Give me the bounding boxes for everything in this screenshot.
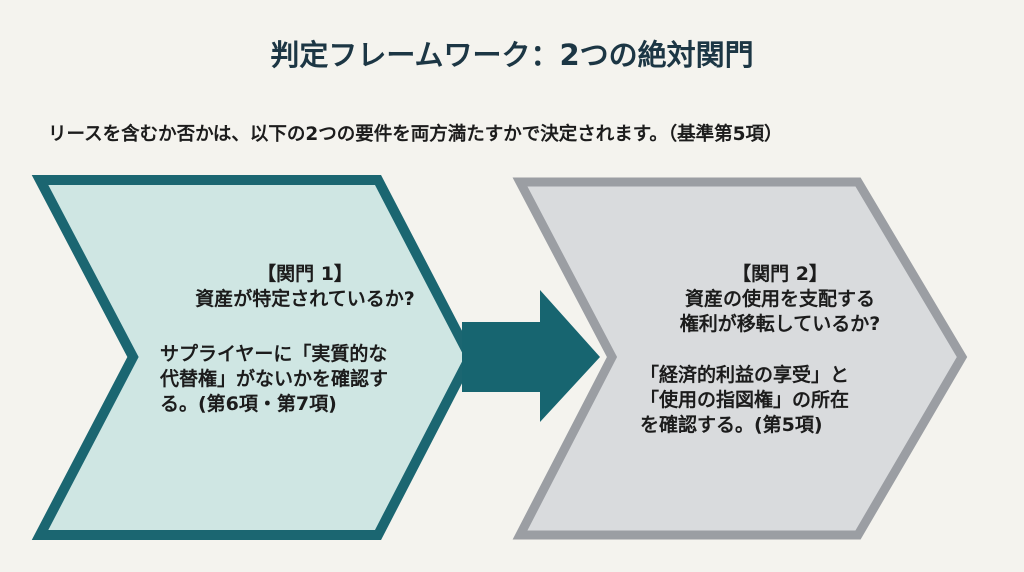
gate-1-detail-line: る。(第6項・第7項) — [160, 393, 337, 415]
slide-subtitle: リースを含むか否かは、以下の2つの要件を両方満たすかで決定されます。（基準第5項… — [48, 124, 783, 145]
gate-1-detail-line: 代替権」がないかを確認す — [160, 368, 389, 390]
gate-1-detail-line: サプライヤーに「実質的な — [160, 343, 388, 365]
gate-1-question: 資産が特定されているか? — [195, 288, 415, 310]
gate-2-chevron — [512, 177, 968, 540]
gate-1-text: 【関門 1】 資産が特定されているか? サプライヤーに「実質的な 代替権」がない… — [160, 262, 450, 417]
flow-arrow — [462, 290, 600, 422]
gate-2-label: 【関門 2】 — [732, 263, 828, 285]
gate-2-detail-line: 「経済的利益の享受」と — [640, 364, 850, 386]
slide-title: 判定フレームワーク：2つの絶対関門 — [270, 38, 754, 72]
gate-2-detail: 「経済的利益の享受」と 「使用の指図権」の所在 を確認する。(第5項) — [640, 363, 920, 438]
gate-2-text: 【関門 2】 資産の使用を支配する 権利が移転しているか? 「経済的利益の享受」… — [640, 262, 920, 438]
gate-2-question-line: 資産の使用を支配する — [684, 288, 875, 310]
gate-2-detail-line: を確認する。(第5項) — [640, 414, 823, 436]
gate-2-question-line: 権利が移転しているか? — [679, 313, 881, 335]
gate-2-detail-line: 「使用の指図権」の所在 — [640, 389, 850, 411]
gate-1-chevron — [31, 175, 476, 540]
gate-1-label: 【関門 1】 — [257, 263, 353, 285]
gate-1-detail: サプライヤーに「実質的な 代替権」がないかを確認す る。(第6項・第7項) — [160, 342, 450, 417]
